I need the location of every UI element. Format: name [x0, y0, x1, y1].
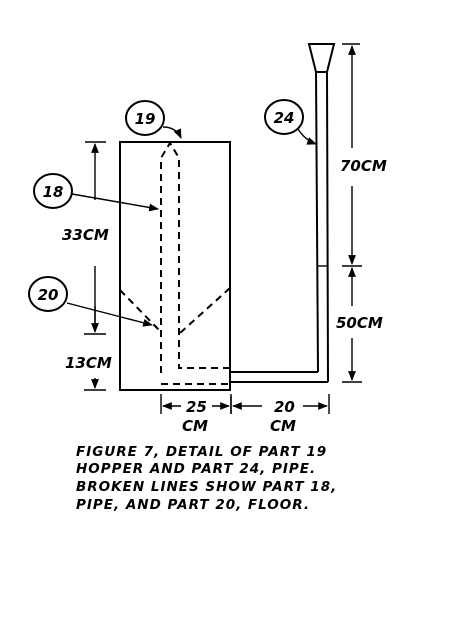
dimension-50cm-label: 50CM [336, 314, 383, 332]
caption-line-2: HOPPER AND PART 24, PIPE. [76, 461, 316, 477]
dimension-pipe-lower: 50CM [336, 267, 383, 383]
hopper-outline [119, 141, 231, 391]
callout-24-label: 24 [274, 109, 295, 127]
dimension-13cm-label: 13CM [65, 354, 112, 372]
floor-part-20 [119, 287, 231, 334]
dimension-hopper-upper: 33CM [62, 141, 109, 324]
caption-line-1: FIGURE 7, DETAIL OF PART 19 [76, 444, 327, 460]
dimension-33cm-label: 33CM [62, 226, 109, 244]
pipe-part-24 [230, 43, 336, 383]
callout-18: 18 [33, 173, 159, 212]
caption-line-3: BROKEN LINES SHOW PART 18, [76, 479, 337, 495]
figure-caption: FIGURE 7, DETAIL OF PART 19 HOPPER AND P… [76, 444, 337, 513]
dimension-70cm-label: 70CM [340, 157, 387, 175]
callout-19: 19 [125, 100, 182, 139]
callout-20: 20 [28, 276, 153, 327]
internal-pipe-part-18 [160, 141, 230, 385]
dimension-20-label: 20 [274, 398, 295, 416]
dimension-25-label: 25 [186, 398, 207, 416]
dimension-pipe-upper: 70CM [340, 43, 387, 267]
callout-19-label: 19 [135, 110, 156, 128]
dimension-hopper-lower: 13CM [65, 306, 112, 391]
callout-18-label: 18 [43, 183, 64, 201]
dimension-pipe-offset: 20 CM [230, 394, 330, 435]
dimension-25-unit: CM [182, 417, 208, 435]
caption-line-4: PIPE, AND PART 20, FLOOR. [76, 497, 310, 513]
callout-24: 24 [264, 99, 317, 145]
dimension-hopper-width: 25 CM [160, 394, 232, 435]
callout-20-label: 20 [38, 286, 59, 304]
dimension-20-unit: CM [270, 417, 296, 435]
